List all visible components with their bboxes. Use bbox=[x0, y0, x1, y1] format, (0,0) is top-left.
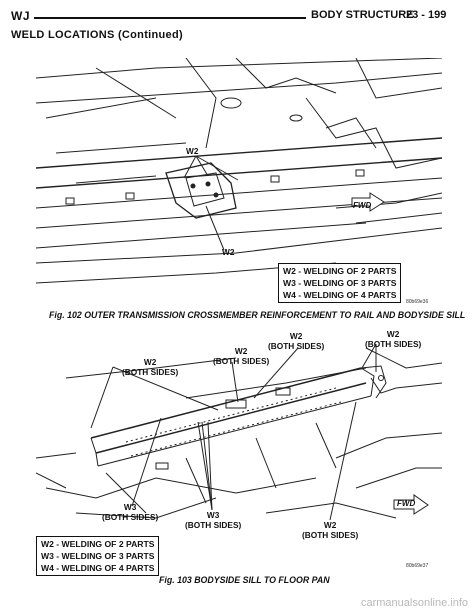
fig103-image-code: 80b69e37 bbox=[406, 563, 429, 569]
header-manual-code: WJ bbox=[11, 9, 30, 23]
fig103-callout-w2-mid: W2 (BOTH SIDES) bbox=[213, 346, 270, 366]
legend-row-w2: W2 - WELDING OF 2 PARTS bbox=[41, 539, 155, 549]
legend-row-w4: W4 - WELDING OF 4 PARTS bbox=[41, 563, 155, 573]
legend-row-w3: W3 - WELDING OF 3 PARTS bbox=[41, 551, 155, 561]
fig103-callout-w3-left: W3 (BOTH SIDES) bbox=[102, 502, 159, 522]
fig103-fwd-label: FWD bbox=[397, 499, 416, 508]
watermark: carmanualsonline.info bbox=[360, 597, 468, 609]
section-title: WELD LOCATIONS (Continued) bbox=[11, 29, 183, 41]
legend-row-w3: W3 - WELDING OF 3 PARTS bbox=[283, 278, 397, 288]
fig103-callout-w2-bottom-right: W2 (BOTH SIDES) bbox=[302, 520, 359, 540]
legend-row-w4: W4 - WELDING OF 4 PARTS bbox=[283, 290, 397, 300]
header-page-number: 23 - 199 bbox=[406, 9, 447, 21]
fig103-callout-w3-mid: W3 (BOTH SIDES) bbox=[185, 510, 242, 530]
legend-row-w2: W2 - WELDING OF 2 PARTS bbox=[283, 266, 397, 276]
fig103-caption: Fig. 103 BODYSIDE SILL TO FLOOR PAN bbox=[159, 575, 330, 585]
fig103-callout-w2-left: W2 (BOTH SIDES) bbox=[122, 357, 179, 377]
header-section-title: BODY STRUCTURE bbox=[311, 9, 414, 21]
figure-103-illustration bbox=[36, 343, 442, 521]
header-rule bbox=[34, 17, 306, 19]
fig103-callout-w2-right-top: W2 (BOTH SIDES) bbox=[365, 329, 422, 349]
fig102-image-code: 80b69e36 bbox=[406, 299, 429, 305]
fig103-legend: W2 - WELDING OF 2 PARTS W3 - WELDING OF … bbox=[36, 536, 160, 576]
fig102-legend: W2 - WELDING OF 2 PARTS W3 - WELDING OF … bbox=[278, 263, 402, 303]
figure-102-illustration bbox=[36, 58, 442, 284]
fig103-callout-w2-center-top: W2 (BOTH SIDES) bbox=[268, 331, 325, 351]
fig102-callout-w2-bottom: W2 bbox=[222, 247, 235, 257]
fig102-caption: Fig. 102 OUTER TRANSMISSION CROSSMEMBER … bbox=[49, 310, 466, 320]
fig102-fwd-label: FWD bbox=[353, 201, 372, 210]
fig102-callout-w2-top: W2 bbox=[186, 146, 199, 156]
